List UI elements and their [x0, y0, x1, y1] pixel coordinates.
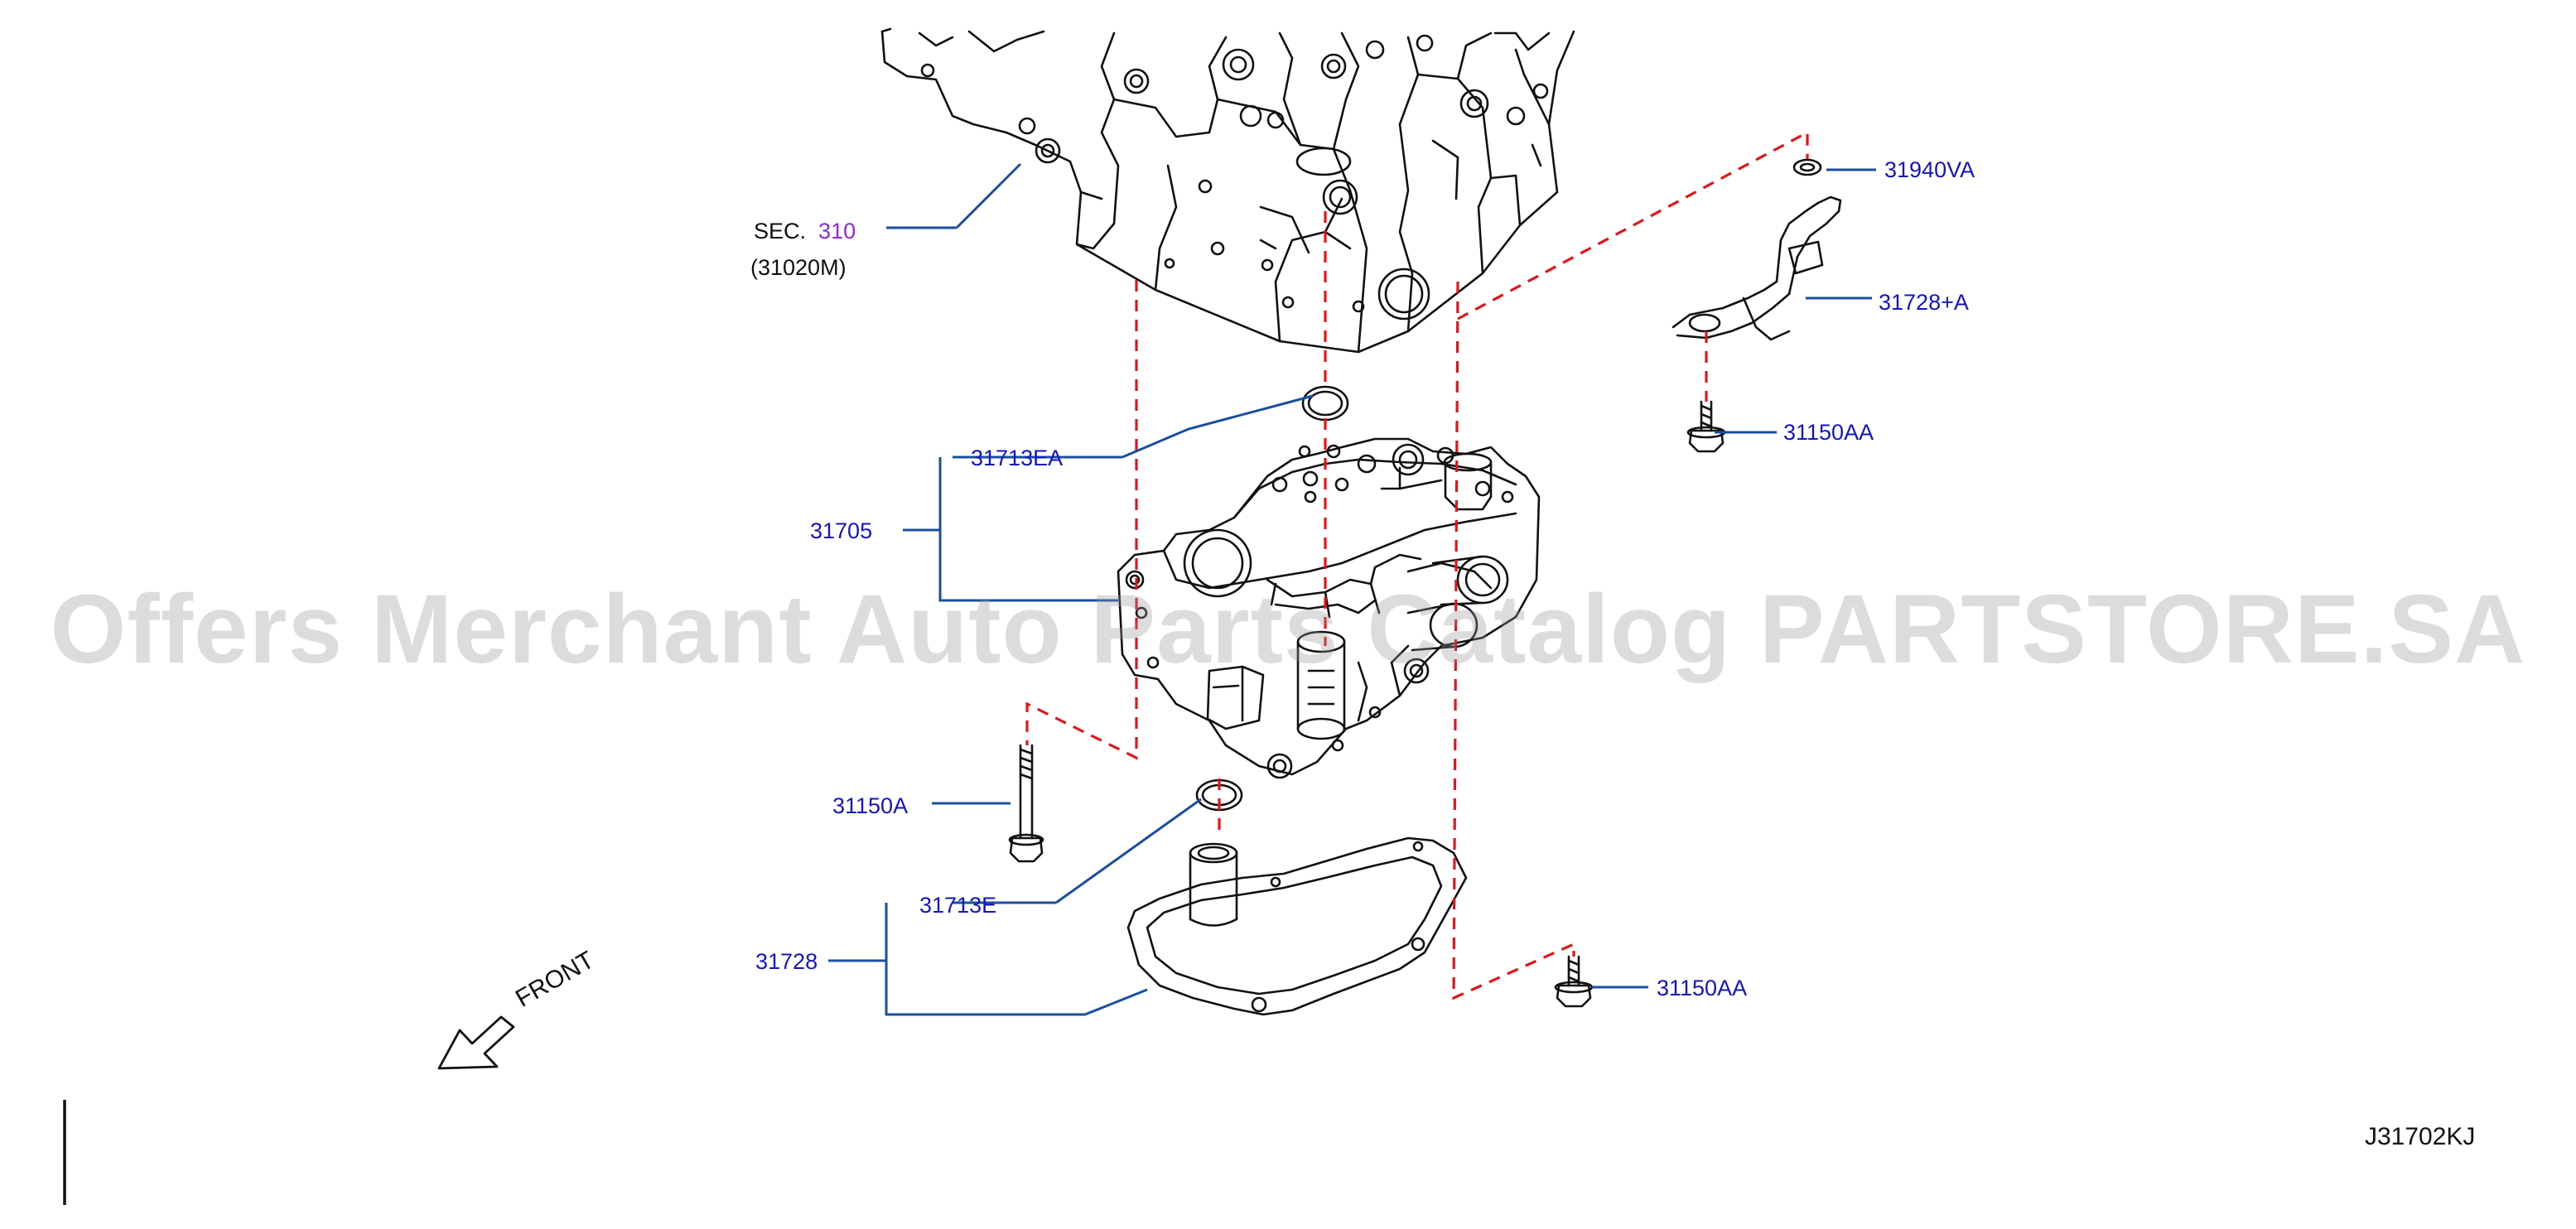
sec-reference: (31020M)	[750, 255, 847, 280]
part-label-31705[interactable]: 31705	[810, 518, 873, 543]
leader-lines	[828, 162, 1876, 1016]
control-valve-drawing	[1117, 437, 1541, 779]
transmission-case-drawing	[880, 27, 1575, 354]
alignment-dashed-lines	[1025, 130, 1809, 1000]
part-label-31713ea[interactable]: 31713EA	[971, 446, 1064, 470]
part-label-31150a[interactable]: 31150A	[832, 793, 909, 818]
part-label-31150aa-bottom[interactable]: 31150AA	[1657, 976, 1748, 1000]
part-label-31150aa-top[interactable]: 31150AA	[1783, 420, 1874, 445]
part-label-31713e[interactable]: 31713E	[919, 893, 997, 918]
diagram-code: J31702KJ	[2365, 1123, 2476, 1150]
front-arrow-icon	[437, 1015, 515, 1070]
sec-number-link[interactable]: 310	[818, 219, 856, 243]
part-label-31728[interactable]: 31728	[755, 949, 818, 974]
part-label-31940va[interactable]: 31940VA	[1884, 157, 1975, 182]
sec-label: SEC. 310	[754, 219, 856, 243]
part-label-31728a[interactable]: 31728+A	[1879, 290, 1969, 315]
oil-strainer-drawing	[1126, 836, 1468, 1016]
